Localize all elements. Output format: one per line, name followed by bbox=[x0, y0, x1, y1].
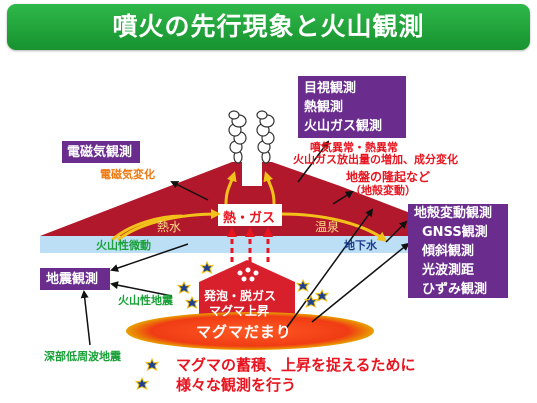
thermal-anomaly-label: 噴気異常・熱異常 bbox=[310, 141, 398, 154]
observation-label: 地殻変動観測 bbox=[414, 206, 493, 221]
volcanic-earthquake-label: 火山性地震 bbox=[118, 294, 173, 307]
volcanic-tremor-label: 火山性微動 bbox=[96, 239, 151, 252]
arrow-icon bbox=[80, 290, 91, 346]
arrow-icon bbox=[284, 208, 374, 331]
heat-gas-box bbox=[218, 204, 282, 226]
arrow-icon bbox=[111, 214, 183, 242]
volcano-mountain bbox=[40, 162, 470, 236]
magma-rising-label: マグマ上昇 bbox=[209, 304, 270, 318]
observation-label: GNSS観測 bbox=[422, 225, 488, 240]
magma-chamber-label: マグマだまり bbox=[196, 323, 292, 341]
conclusion-line-2: 様々な観測を行う bbox=[176, 376, 297, 394]
groundwater-label: 地下水 bbox=[344, 239, 377, 252]
observation-label: 熱観測 bbox=[304, 100, 344, 115]
observation-label: ひずみ観測 bbox=[422, 282, 488, 297]
arrow-icon bbox=[281, 212, 388, 242]
gas-increase-label: 火山ガス放出量の増加、成分変化 bbox=[293, 153, 458, 166]
groundwater-layer bbox=[40, 236, 470, 253]
observation-label: 光波測距 bbox=[422, 263, 475, 278]
arrow-icon bbox=[263, 171, 276, 205]
page-title: 噴火の先行現象と火山観測 bbox=[112, 12, 425, 41]
observation-label: 地震観測 bbox=[46, 272, 99, 287]
seismic-observation-box: 地震観測 bbox=[40, 268, 110, 290]
heat-gas-label: 熱・ガス bbox=[223, 211, 276, 226]
observation-label: 目視観測 bbox=[304, 81, 357, 96]
magma-bubbles bbox=[237, 267, 259, 282]
uplift-label: 地盤の隆起など bbox=[346, 170, 431, 184]
conclusion-line-1: マグマの蓄積、上昇を捉えるために bbox=[176, 356, 416, 374]
arrow-icon bbox=[170, 181, 209, 201]
hydrothermal-label: 熱水 bbox=[157, 220, 182, 234]
arrow-icon bbox=[110, 281, 173, 297]
earthquake-star-icon bbox=[134, 260, 330, 390]
arrow-icon bbox=[385, 220, 408, 243]
magma-rising-body bbox=[199, 260, 295, 320]
crustal-deformation-observation-box: 地殻変動観測 GNSS観測 傾斜観測 光波測距 ひずみ観測 bbox=[408, 204, 508, 298]
title-bar: 噴火の先行現象と火山観測 bbox=[7, 4, 530, 50]
smoke-plume-icon bbox=[256, 110, 275, 164]
observation-label: 火山ガス観測 bbox=[304, 119, 383, 134]
arrow-icon bbox=[227, 227, 273, 262]
arrow-icon bbox=[332, 190, 354, 205]
observation-label: 傾斜観測 bbox=[422, 244, 475, 259]
degassing-label: 発泡・脱ガス bbox=[204, 289, 277, 303]
arrow-icon bbox=[297, 140, 330, 183]
arrow-icon bbox=[110, 243, 189, 272]
uplift-sub-label: （地殻変動） bbox=[350, 184, 416, 197]
arrow-icon bbox=[311, 242, 410, 323]
electromagnetic-observation-box: 電磁気観測 bbox=[62, 141, 140, 163]
smoke-plume-icon bbox=[228, 110, 247, 164]
arrow-icon bbox=[224, 171, 237, 205]
em-change-label: 電磁気変化 bbox=[100, 168, 155, 181]
hot-spring-label: 温泉 bbox=[315, 220, 340, 234]
deep-lf-earthquake-label: 深部低周波地震 bbox=[44, 350, 121, 363]
arrow-icon bbox=[117, 209, 221, 242]
visual-thermal-gas-observation-box: 目視観測 熱観測 火山ガス観測 bbox=[298, 76, 406, 138]
observation-label: 電磁気観測 bbox=[67, 145, 133, 160]
